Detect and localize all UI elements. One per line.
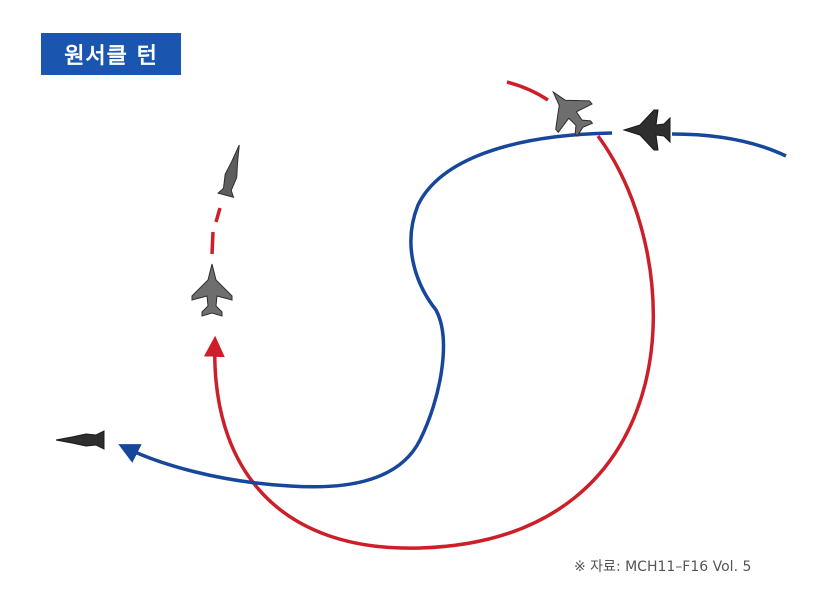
red-path-tail <box>506 80 549 102</box>
red-aircraft-climb <box>217 144 240 198</box>
mig-fighter-icon <box>217 144 240 198</box>
mig-fighter-icon <box>552 90 594 137</box>
stealth-fighter-icon <box>55 430 105 450</box>
red-path-dash-2 <box>210 231 215 255</box>
diagram-title: 원서클 턴 <box>41 33 181 75</box>
red-path-dash-1 <box>214 207 222 223</box>
red-aircraft-start <box>552 90 594 137</box>
mig-fighter-icon <box>191 263 233 317</box>
source-note: ※ 자료: MCH11–F16 Vol. 5 <box>574 559 752 575</box>
blue-aircraft-end <box>55 430 105 450</box>
red-aircraft-end <box>191 263 233 317</box>
blue-turn-path <box>118 131 613 489</box>
blue-path-tail <box>671 132 787 158</box>
stealth-fighter-icon <box>622 109 671 151</box>
red-turn-path <box>203 134 656 550</box>
blue-aircraft-start <box>622 109 671 151</box>
